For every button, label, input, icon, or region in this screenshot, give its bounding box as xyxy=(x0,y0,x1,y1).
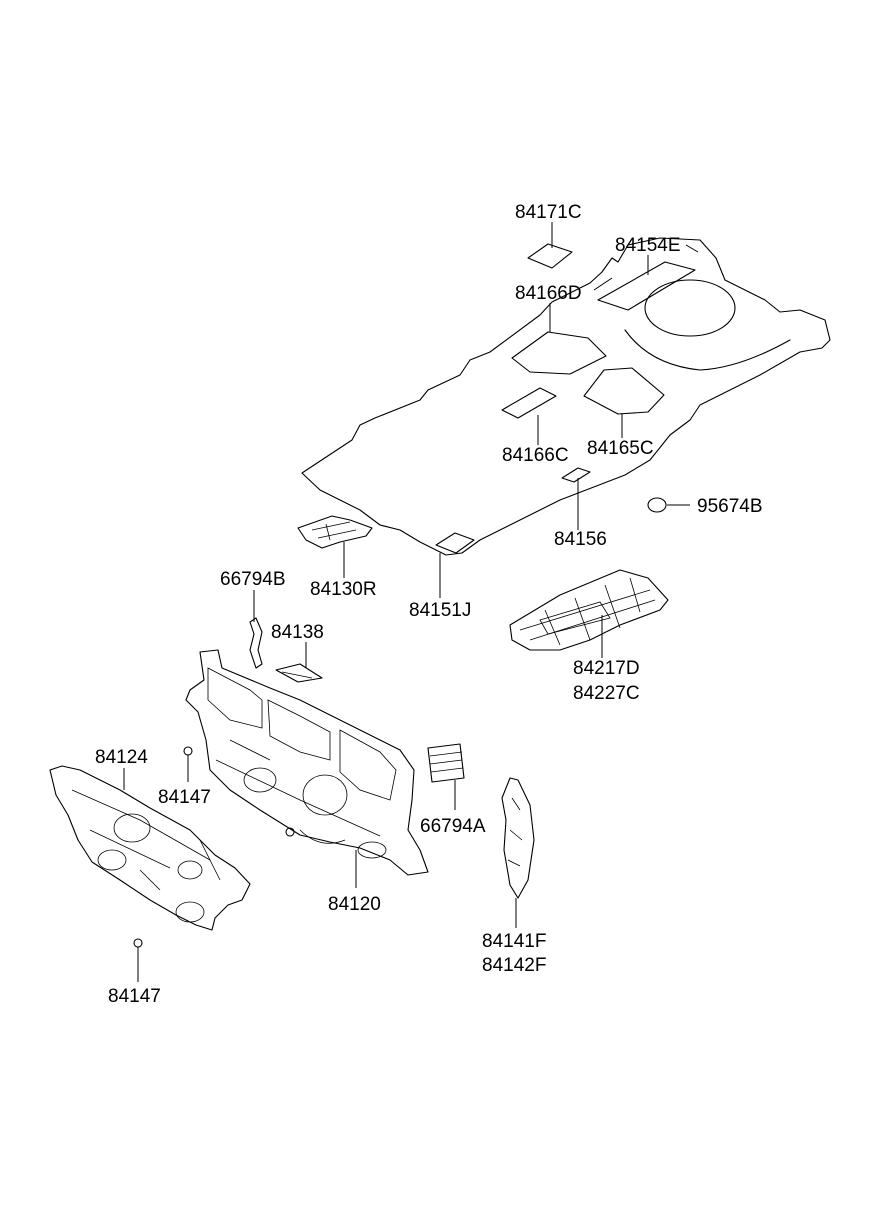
pad-84138 xyxy=(275,663,323,683)
pad-84156 xyxy=(561,467,591,483)
pad-84171C xyxy=(527,243,573,269)
label-84165C: 84165C xyxy=(587,438,654,459)
bracket-84130R xyxy=(297,515,373,549)
label-66794A: 66794A xyxy=(420,816,486,837)
pad-84166D xyxy=(511,331,607,375)
plug-84147-lower xyxy=(133,938,143,948)
label-84166C: 84166C xyxy=(502,445,569,466)
label-84138: 84138 xyxy=(271,622,324,643)
label-84154E: 84154E xyxy=(615,235,681,256)
label-84142F: 84142F xyxy=(482,955,546,976)
dash-insulator-84120 xyxy=(185,649,429,876)
label-95674B: 95674B xyxy=(697,496,763,517)
label-84156: 84156 xyxy=(554,529,607,550)
label-84147-lower: 84147 xyxy=(108,986,161,1007)
label-84124: 84124 xyxy=(95,747,148,768)
floor-carpet-84151J xyxy=(301,237,831,556)
label-84217D: 84217D xyxy=(573,658,640,679)
strip-66794B xyxy=(249,617,263,669)
under-panel-84217D xyxy=(509,569,669,651)
outer-insulator-84124 xyxy=(49,765,251,931)
pad-84151J xyxy=(435,532,475,554)
label-84147-upper: 84147 xyxy=(158,787,211,808)
label-84120: 84120 xyxy=(328,894,381,915)
grommet-95674B xyxy=(647,497,667,513)
leader-lines xyxy=(123,222,699,982)
pad-84165C xyxy=(583,367,665,415)
label-84227C: 84227C xyxy=(573,683,640,704)
label-84166D: 84166D xyxy=(515,283,582,304)
label-84151J: 84151J xyxy=(409,600,471,621)
label-84171C: 84171C xyxy=(515,202,582,223)
pad-66794A xyxy=(427,743,465,783)
label-84141F: 84141F xyxy=(482,931,546,952)
side-trim-84141F xyxy=(501,777,535,899)
pad-84154E xyxy=(597,261,696,311)
pad-84166C xyxy=(501,387,557,419)
label-84130R: 84130R xyxy=(310,579,377,600)
label-66794B: 66794B xyxy=(220,569,286,590)
plug-84147-upper xyxy=(183,746,193,756)
